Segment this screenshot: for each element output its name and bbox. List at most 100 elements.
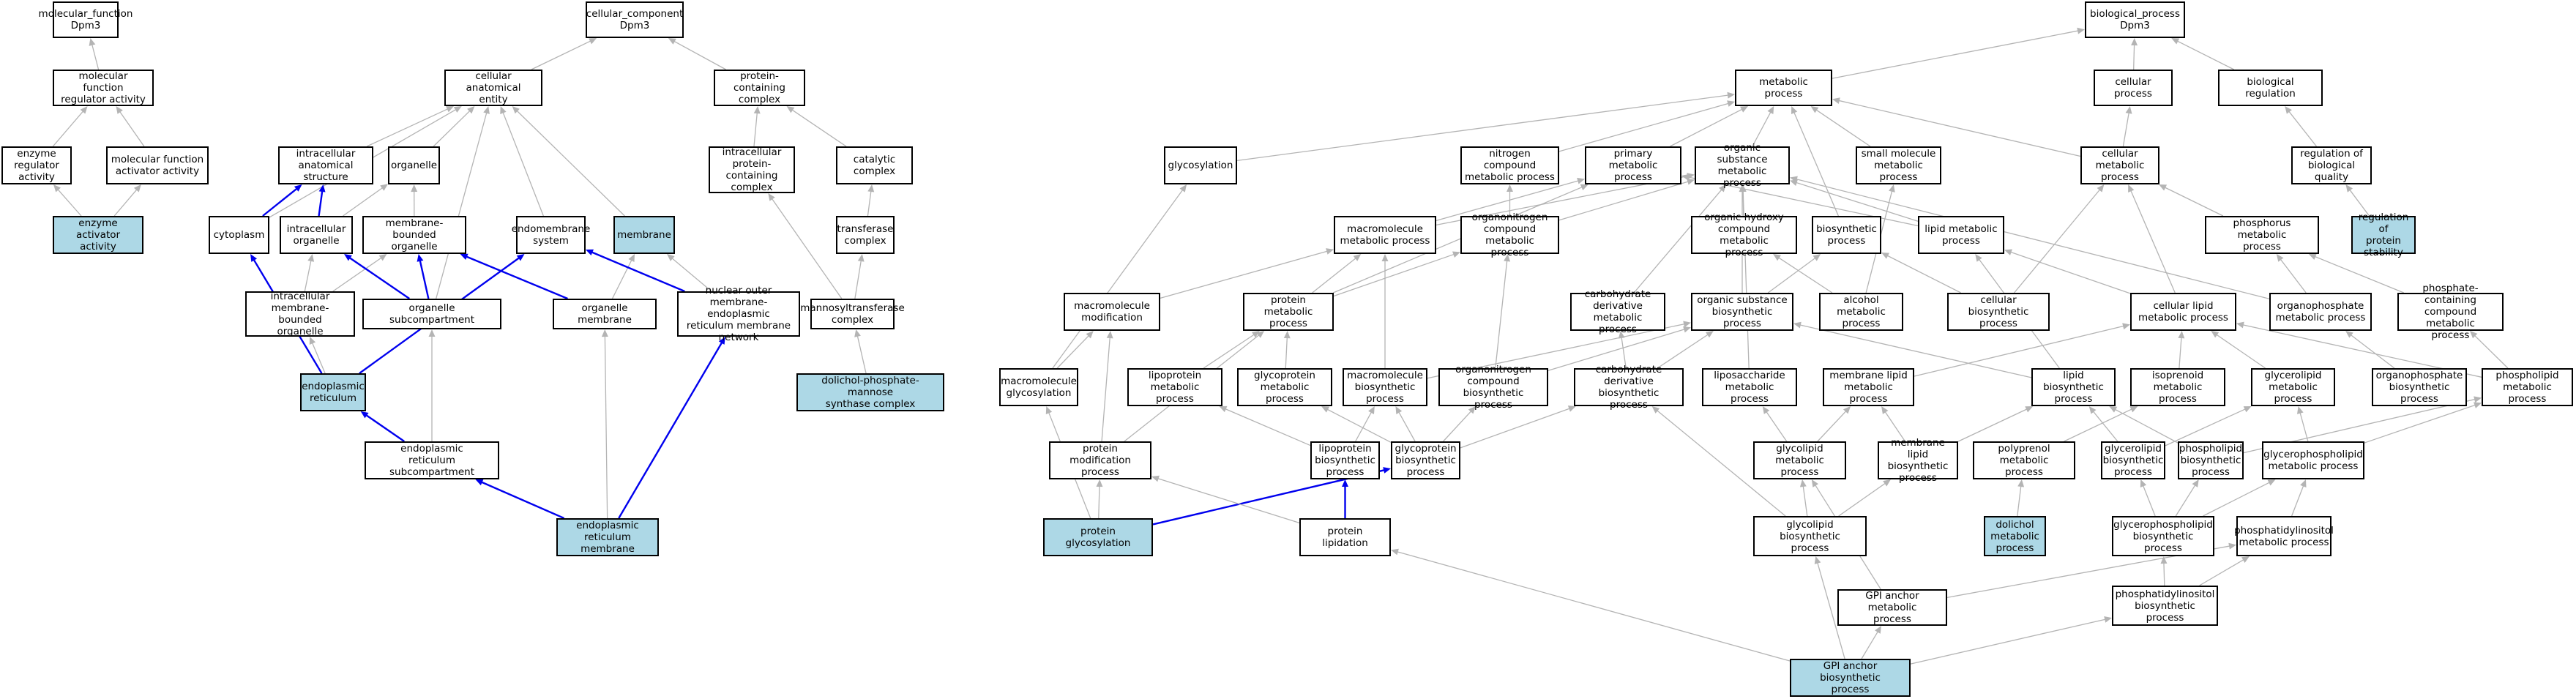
node-lipid-biosynthetic-process[interactable]: lipid biosynthetic process: [2031, 368, 2116, 406]
node-macromolecule-modification[interactable]: macromolecule modification: [1064, 293, 1160, 331]
node-small-molecule-metabolic-process[interactable]: small molecule metabolic process: [1856, 146, 1941, 184]
node-glycoprotein-metabolic-process[interactable]: glycoprotein metabolic process: [1237, 368, 1332, 406]
edge-arrowhead-glbp-to-glmp: [2243, 406, 2252, 413]
node-polyprenol-metabolic-process[interactable]: polyprenol metabolic process: [1973, 441, 2075, 479]
node-intracellular-membrane-bounded-organelle[interactable]: intracellular membrane-bounded organelle: [245, 291, 355, 337]
node-glycolipid-metabolic-process[interactable]: glycolipid metabolic process: [1753, 441, 1846, 479]
node-phospholipid-biosynthetic-process[interactable]: phospholipid biosynthetic process: [2178, 441, 2244, 479]
node-cellular-anatomical-entity[interactable]: cellular anatomical entity: [444, 70, 542, 106]
node-molecular-function-regulator-activity[interactable]: molecular function regulator activity: [53, 70, 154, 106]
node-glycoprotein-biosynthetic-process[interactable]: glycoprotein biosynthetic process: [1391, 441, 1460, 479]
node-organophosphate-biosynthetic-process[interactable]: organophosphate biosynthetic process: [2372, 368, 2467, 406]
node-protein-metabolic-process[interactable]: protein metabolic process: [1243, 293, 1334, 331]
edge-cdbp-to-cdmp: [1621, 337, 1627, 369]
node-intracellular-organelle[interactable]: intracellular organelle: [280, 216, 353, 254]
node-cellular-biosynthetic-process[interactable]: cellular biosynthetic process: [1947, 293, 2050, 331]
node-isoprenoid-metabolic-process[interactable]: isoprenoid metabolic process: [2130, 368, 2225, 406]
edge-clmp-to-lmp: [2010, 251, 2131, 294]
node-phosphatidylinositol-biosynthetic-process[interactable]: phosphatidylinositol biosynthetic proces…: [2112, 586, 2218, 626]
node-transferase-complex[interactable]: transferase complex: [836, 216, 895, 254]
node-cellular-component-dpm3[interactable]: cellular_component Dpm3: [586, 1, 684, 38]
node-glycerophospholipid-biosynthetic-process[interactable]: glycerophospholipid biosynthetic process: [2112, 516, 2214, 556]
node-organic-substance-biosynthetic-process[interactable]: organic substance biosynthetic process: [1691, 293, 1793, 331]
node-phosphate-containing-compound-metabolic-process[interactable]: phosphate-containing compound metabolic …: [2397, 283, 2504, 341]
node-glycosylation[interactable]: glycosylation: [1164, 146, 1237, 184]
node-endomembrane-system[interactable]: endomembrane system: [512, 216, 590, 254]
node-glycerolipid-metabolic-process[interactable]: glycerolipid metabolic process: [2251, 368, 2335, 406]
node-protein-containing-complex[interactable]: protein-containing complex: [714, 70, 805, 106]
node-metabolic-process[interactable]: metabolic process: [1735, 70, 1832, 106]
node-catalytic-complex[interactable]: catalytic complex: [836, 146, 913, 184]
node-enzyme-regulator-activity[interactable]: enzyme regulator activity: [1, 146, 72, 184]
node-membrane-bounded-organelle[interactable]: membrane-bounded organelle: [362, 216, 466, 254]
node-regulation-of-protein-stability[interactable]: regulation of protein stability: [2351, 212, 2416, 258]
node-glycerolipid-biosynthetic-process[interactable]: glycerolipid biosynthetic process: [2101, 441, 2165, 479]
node-organelle-subcompartment[interactable]: organelle subcompartment: [362, 299, 501, 329]
node-gpi-anchor-metabolic-process[interactable]: GPI anchor metabolic process: [1837, 589, 1947, 626]
edge-mgly-to-gly: [1052, 189, 1184, 369]
node-organophosphate-metabolic-process[interactable]: organophosphate metabolic process: [2269, 293, 2372, 331]
edge-glcmp-to-lsmp: [1766, 411, 1788, 442]
node-lipid-metabolic-process[interactable]: lipid metabolic process: [1918, 216, 2004, 254]
node-organelle-membrane[interactable]: organelle membrane: [553, 299, 657, 329]
node-intracellular-protein-containing-complex[interactable]: intracellular protein-containing complex: [709, 146, 795, 193]
node-endoplasmic-reticulum-membrane[interactable]: endoplasmic reticulum membrane: [556, 518, 659, 556]
node-phosphorus-metabolic-process[interactable]: phosphorus metabolic process: [2205, 216, 2319, 254]
node-protein-lipidation[interactable]: protein lipidation: [1299, 518, 1391, 556]
node-membrane-lipid-biosynthetic-process[interactable]: membrane lipid biosynthetic process: [1878, 437, 1958, 484]
node-protein-glycosylation[interactable]: protein glycosylation: [1043, 518, 1153, 556]
node-membrane-lipid-metabolic-process[interactable]: membrane lipid metabolic process: [1823, 368, 1914, 406]
node-organonitrogen-compound-biosynthetic-process[interactable]: organonitrogen compound biosynthetic pro…: [1438, 364, 1548, 411]
node-cellular-metabolic-process[interactable]: cellular metabolic process: [2080, 146, 2159, 184]
edge-oncmp-to-osmp: [1558, 181, 1689, 221]
edge-prmp-to-mmp: [1312, 257, 1356, 294]
node-dolichol-phosphate-mannose-synthase-complex[interactable]: dolichol-phosphate-mannose synthase comp…: [796, 373, 944, 411]
node-nuclear-outer-membrane-er-membrane-network[interactable]: nuclear outer membrane-endoplasmic retic…: [677, 285, 800, 343]
node-macromolecule-metabolic-process[interactable]: macromolecule metabolic process: [1334, 216, 1436, 254]
node-cellular-lipid-metabolic-process[interactable]: cellular lipid metabolic process: [2130, 293, 2236, 331]
edge-arrowhead-catc-to-pcc: [786, 106, 795, 113]
node-carbohydrate-derivative-biosynthetic-process[interactable]: carbohydrate derivative biosynthetic pro…: [1574, 364, 1684, 411]
node-nitrogen-compound-metabolic-process[interactable]: nitrogen compound metabolic process: [1460, 146, 1559, 184]
edge-arrowhead-imbo-to-mbo: [378, 254, 387, 261]
node-biosynthetic-process[interactable]: biosynthetic process: [1812, 216, 1881, 254]
node-membrane[interactable]: membrane: [613, 216, 675, 254]
node-glycolipid-biosynthetic-process[interactable]: glycolipid biosynthetic process: [1753, 516, 1867, 556]
node-cellular-process[interactable]: cellular process: [2094, 70, 2173, 106]
edge-arrowhead-mbo-to-org: [411, 184, 418, 192]
node-regulation-of-biological-quality[interactable]: regulation of biological quality: [2291, 146, 2372, 184]
edge-arrowhead-eaa-to-mfaa: [133, 184, 141, 192]
node-biological-process-dpm3[interactable]: biological_process Dpm3: [2085, 1, 2185, 38]
node-endoplasmic-reticulum[interactable]: endoplasmic reticulum: [300, 373, 366, 411]
node-primary-metabolic-process[interactable]: primary metabolic process: [1585, 146, 1681, 184]
node-endoplasmic-reticulum-subcompartment[interactable]: endoplasmic reticulum subcompartment: [365, 441, 499, 479]
node-phospholipid-metabolic-process[interactable]: phospholipid metabolic process: [2482, 368, 2573, 406]
node-cytoplasm[interactable]: cytoplasm: [209, 216, 269, 254]
node-lipoprotein-metabolic-process[interactable]: lipoprotein metabolic process: [1127, 368, 1222, 406]
node-phosphatidylinositol-metabolic-process[interactable]: phosphatidylinositol metabolic process: [2234, 516, 2334, 556]
node-dolichol-metabolic-process[interactable]: dolichol metabolic process: [1984, 516, 2046, 556]
node-molecular-function-dpm3[interactable]: molecular_function Dpm3: [39, 1, 132, 38]
node-gpi-anchor-biosynthetic-process[interactable]: GPI anchor biosynthetic process: [1790, 659, 1911, 697]
node-alcohol-metabolic-process[interactable]: alcohol metabolic process: [1819, 293, 1903, 331]
node-molecular-function-activator-activity[interactable]: molecular function activator activity: [106, 146, 209, 184]
node-organelle[interactable]: organelle: [388, 146, 440, 184]
node-enzyme-activator-activity[interactable]: enzyme activator activity: [53, 216, 143, 254]
node-carbohydrate-derivative-metabolic-process[interactable]: carbohydrate derivative metabolic proces…: [1570, 288, 1665, 335]
edge-arrowhead-io-to-org: [380, 184, 388, 191]
edge-arrowhead-glcbp-to-mlbp: [1883, 479, 1891, 487]
node-intracellular-anatomical-structure[interactable]: intracellular anatomical structure: [278, 146, 373, 184]
node-biological-regulation[interactable]: biological regulation: [2218, 70, 2323, 106]
node-mannosyltransferase-complex[interactable]: mannosyltransferase complex: [800, 299, 905, 329]
node-glycerophospholipid-metabolic-process[interactable]: glycerophospholipid metabolic process: [2262, 441, 2364, 479]
node-liposaccharide-metabolic-process[interactable]: liposaccharide metabolic process: [1702, 368, 1797, 406]
node-organic-substance-metabolic-process[interactable]: organic substance metabolic process: [1695, 142, 1790, 189]
node-macromolecule-biosynthetic-process[interactable]: macromolecule biosynthetic process: [1343, 368, 1427, 406]
edge-pibp-to-pimp: [2199, 558, 2244, 586]
node-protein-modification-process[interactable]: protein modification process: [1049, 441, 1151, 479]
edge-opmp-to-phmp: [2280, 258, 2307, 294]
node-macromolecule-glycosylation[interactable]: macromolecule glycosylation: [999, 368, 1078, 406]
node-organonitrogen-compound-metabolic-process[interactable]: organonitrogen compound metabolic proces…: [1460, 212, 1559, 258]
node-lipoprotein-biosynthetic-process[interactable]: lipoprotein biosynthetic process: [1310, 441, 1380, 479]
node-organic-hydroxy-compound-metabolic-process[interactable]: organic hydroxy compound metabolic proce…: [1691, 212, 1797, 258]
